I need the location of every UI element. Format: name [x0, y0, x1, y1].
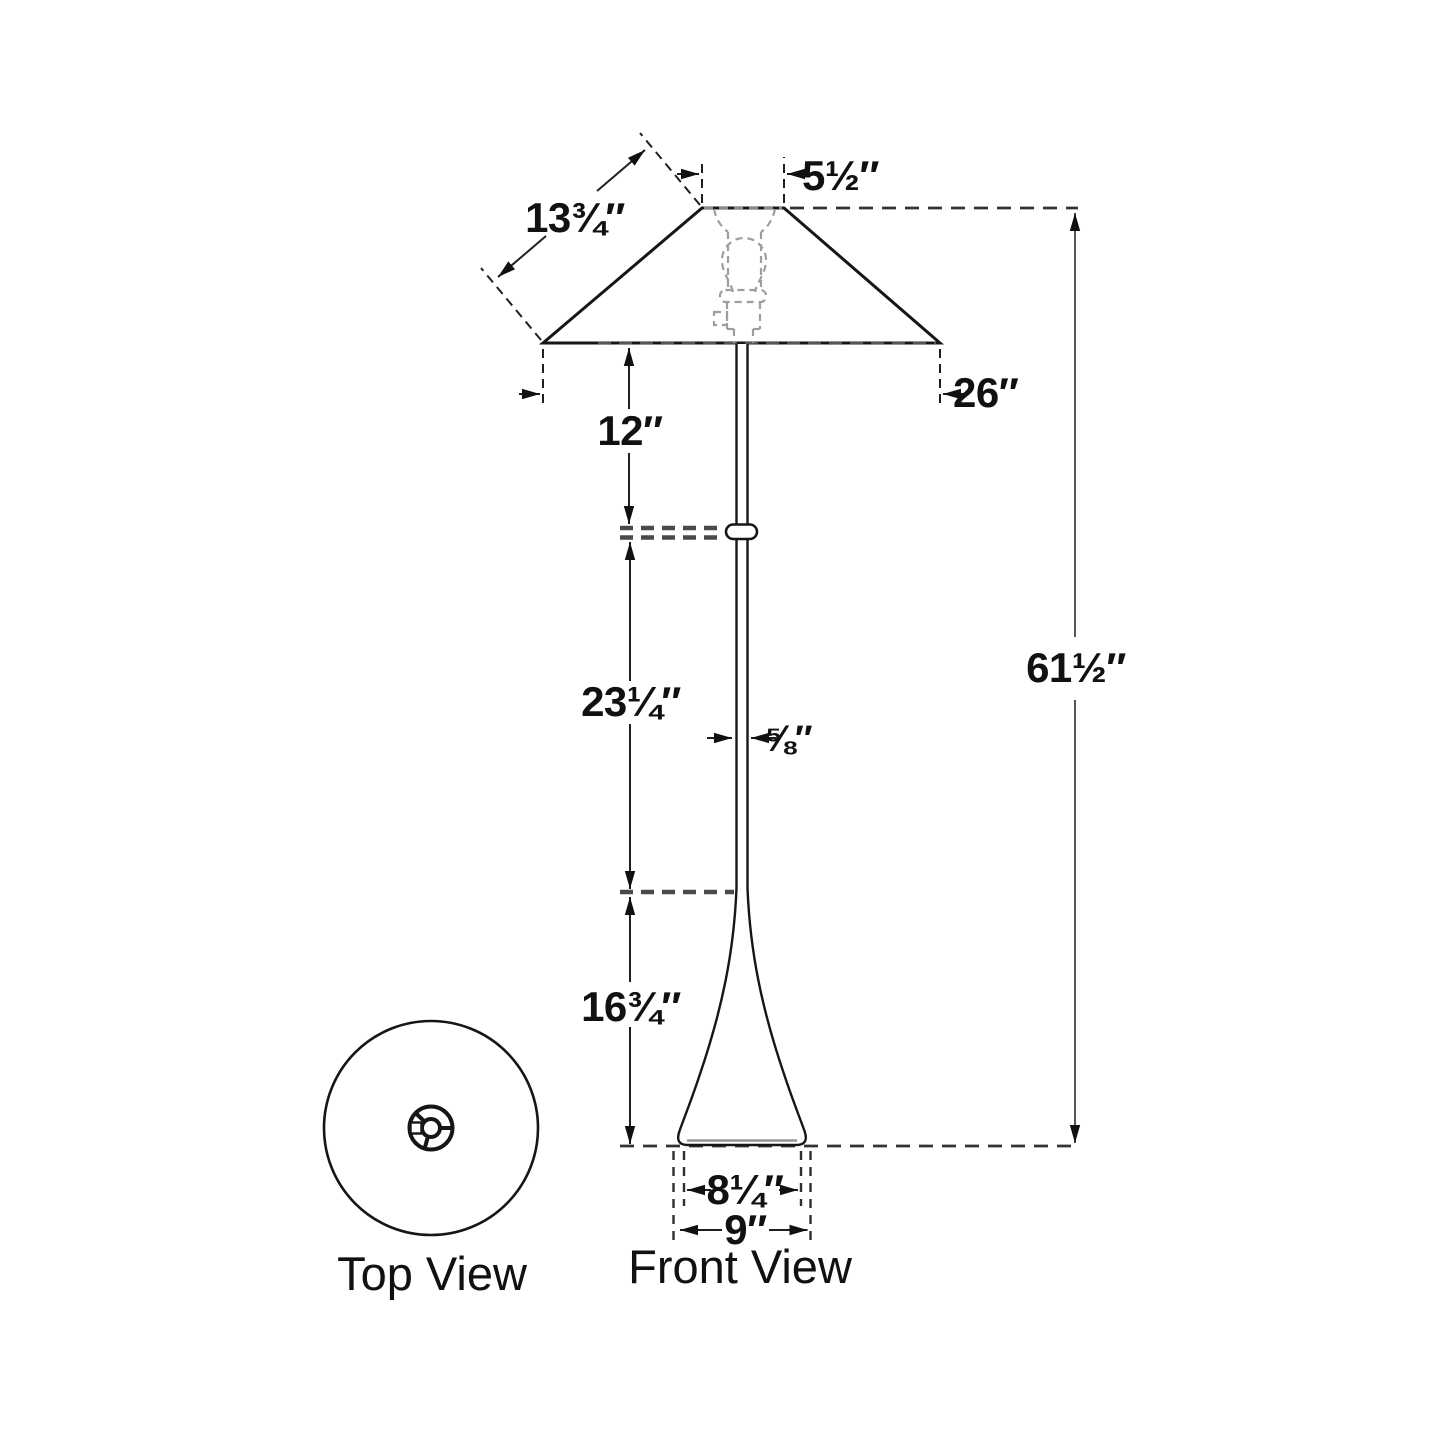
dim-shade-slant: 13¾″	[480, 132, 701, 341]
socket-cap	[718, 288, 768, 304]
fitter-funnel-left	[712, 208, 729, 233]
socket-switch-key	[712, 310, 729, 327]
dim-base-width-inner-label: 8¼″	[706, 1166, 783, 1213]
dim-overall-height: 61½″	[790, 206, 1127, 1143]
dim-switch-to-base-label: 23¼″	[581, 678, 681, 725]
dim-overall-height-label: 61½″	[1026, 644, 1126, 691]
front-view: Front View	[538, 206, 1078, 1293]
dim-base-width-inner: 8¼″	[687, 1166, 798, 1213]
switch-key-top	[409, 1121, 423, 1135]
top-view: Top View	[322, 1019, 540, 1300]
spoke-upper-left	[413, 1110, 426, 1123]
dim-shade-bottom-width: 26″	[519, 349, 1019, 416]
dim-shade-to-switch: 12″	[597, 348, 664, 524]
fitter-funnel-right	[760, 208, 777, 233]
dim-base-width-outer: 9″	[680, 1206, 808, 1253]
dim-base-height-label: 16¾″	[581, 983, 681, 1030]
stem-and-base	[676, 344, 808, 1147]
dim-stem-diameter: ⅝″	[707, 718, 813, 759]
dim-shade-top-width-label: 5½″	[802, 152, 879, 199]
front-view-label: Front View	[628, 1240, 853, 1293]
light-bulb	[720, 236, 768, 293]
top-view-label: Top View	[337, 1247, 528, 1300]
dim-shade-bottom-width-label: 26″	[953, 369, 1019, 416]
dim-base-width-outer-label: 9″	[724, 1206, 767, 1253]
dim-base-height: 16¾″	[581, 897, 682, 1144]
top-view-spider-hub	[407, 1104, 455, 1152]
socket-and-bulb-hidden-detail	[712, 208, 777, 343]
dim-shade-slant-label: 13¾″	[525, 194, 625, 241]
dimension-annotations: 13¾″ 5½″ 26″ 12″	[480, 132, 1127, 1253]
dim-shade-to-switch-label: 12″	[597, 407, 663, 454]
dim-shade-top-width: 5½″	[677, 152, 880, 203]
dim-stem-diameter-label: ⅝″	[764, 718, 813, 759]
spoke-lower	[422, 1135, 430, 1150]
stem-joint-knob	[724, 523, 759, 541]
dim-switch-to-base: 23¼″	[581, 542, 682, 889]
